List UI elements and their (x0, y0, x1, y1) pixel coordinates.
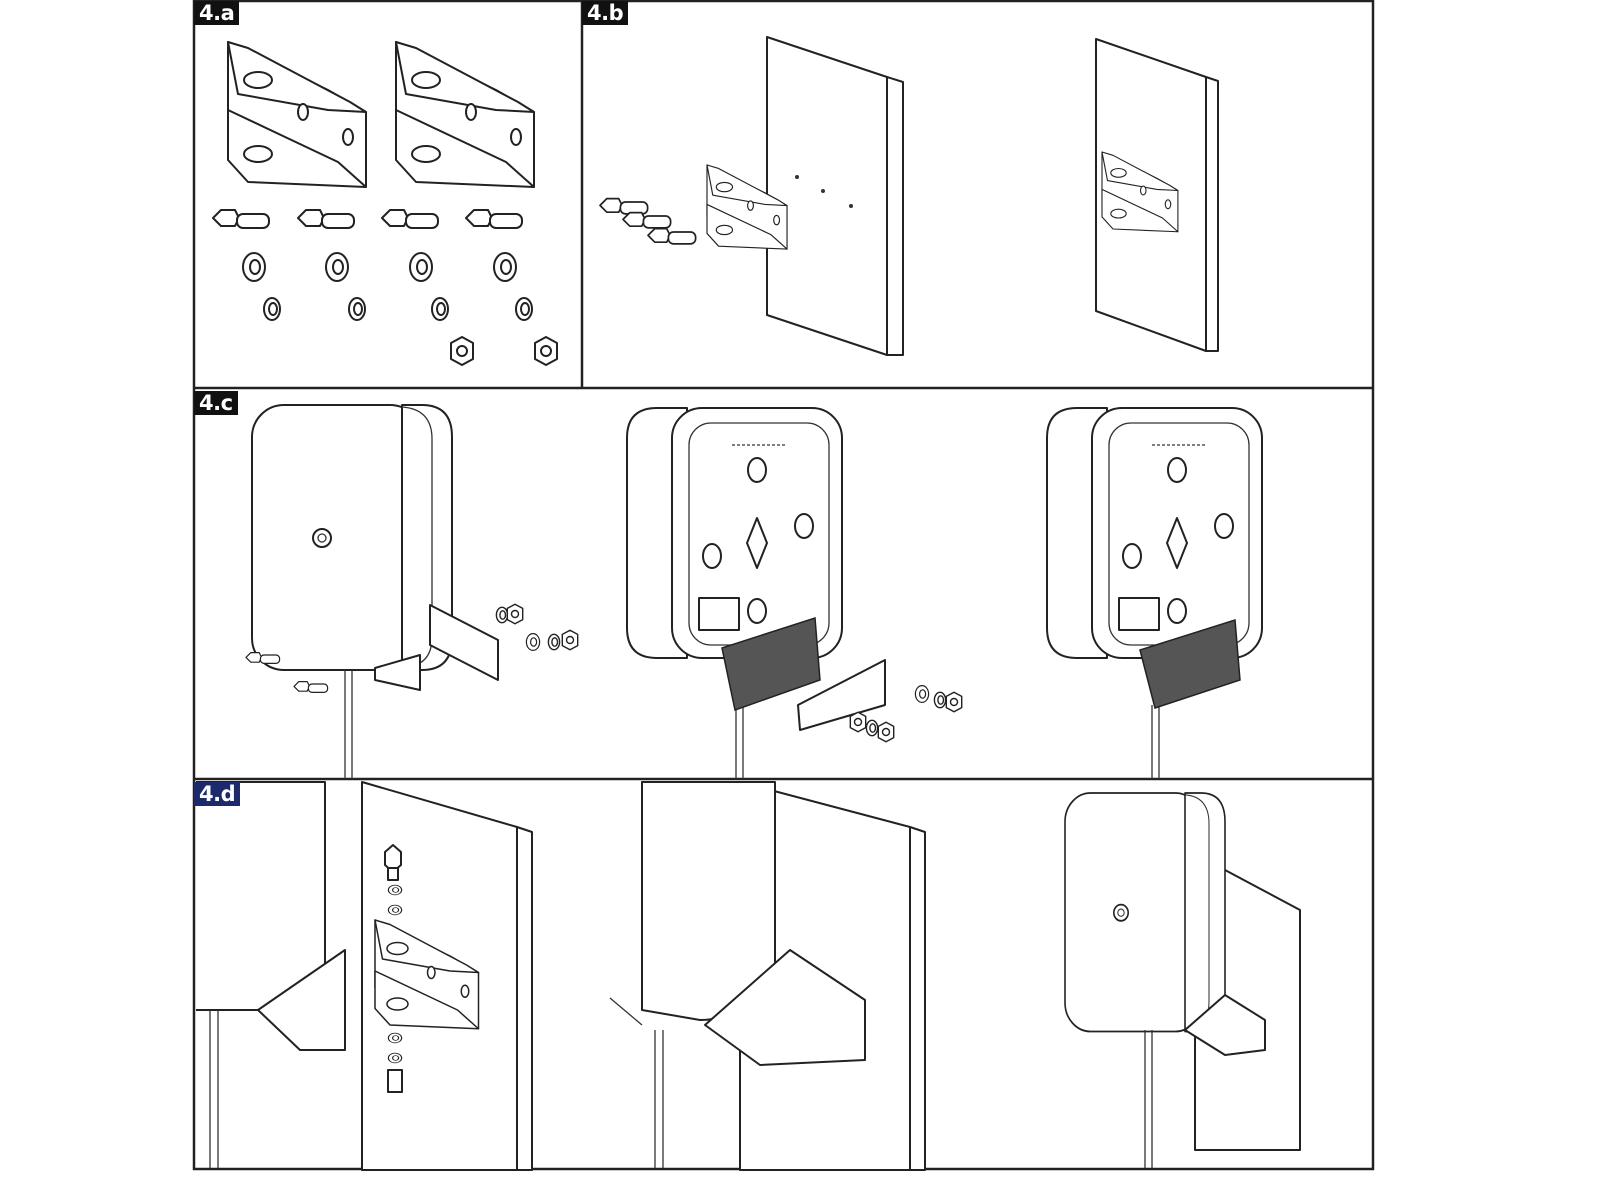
bolt-illustration (381, 209, 439, 229)
washer-illustration (493, 252, 517, 282)
lock-washer-illustration (263, 297, 281, 321)
bracket-illustration (227, 41, 367, 188)
lock-washer-illustration (515, 297, 533, 321)
bracket-illustration (395, 41, 535, 188)
washer-illustration (242, 252, 266, 282)
panel-4d-final-installation (196, 781, 1301, 1171)
panel-4b-wall-mounting (599, 36, 1219, 356)
washer-illustration (409, 252, 433, 282)
bolt-illustration (465, 209, 523, 229)
lock-washer-illustration (348, 297, 366, 321)
lock-washer-illustration (431, 297, 449, 321)
panel-label-4c: 4.c (194, 391, 238, 415)
panel-4a-parts (212, 41, 558, 366)
panel-4c-antenna-assembly (245, 404, 1263, 779)
bolt-illustration (297, 209, 355, 229)
nut-illustration (534, 336, 558, 366)
bolt-illustration (212, 209, 270, 229)
nut-illustration (450, 336, 474, 366)
panel-label-4d: 4.d (194, 782, 241, 806)
panel-label-4b: 4.b (582, 1, 629, 25)
panel-label-4a: 4.a (194, 1, 240, 25)
washer-illustration (325, 252, 349, 282)
